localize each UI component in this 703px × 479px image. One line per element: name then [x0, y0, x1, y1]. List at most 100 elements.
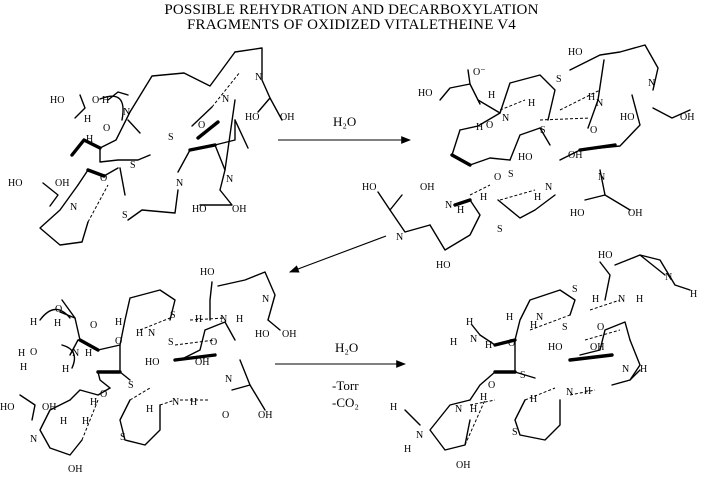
s1-o-4: O: [198, 120, 205, 131]
s2-h-2: H: [476, 122, 483, 133]
s2-h-5: H: [480, 192, 487, 203]
s3-h-3: H: [18, 348, 25, 359]
s3-o-5: O: [210, 337, 217, 348]
s2-s-2: S: [540, 125, 546, 136]
s3-oh-3: OH: [258, 410, 272, 421]
s1-n-6: N: [255, 72, 262, 83]
s1-n-2: N: [70, 202, 77, 213]
s4-s-3: S: [520, 370, 526, 381]
s4-h-1: H: [466, 317, 473, 328]
s4-h-4: H: [506, 312, 513, 323]
s3-h-8: H: [136, 328, 143, 339]
s2-h-7: H: [457, 205, 464, 216]
structure-2-rehydrated: HO O⁻ H H O N H S S HO H N O N HO OH HO …: [362, 44, 694, 271]
s4-s-1: S: [572, 284, 578, 295]
s1-s-1: S: [130, 160, 136, 171]
s4-o-3: O: [488, 380, 495, 391]
s4-h-2: H: [450, 337, 457, 348]
s4-n-6: N: [566, 387, 573, 398]
s4-n-2: N: [536, 312, 543, 323]
s2-ho-7: HO: [436, 260, 450, 271]
s2-n-6: N: [445, 200, 452, 211]
arrow-3-condition-1: -Torr: [332, 378, 359, 393]
title-line-2: FRAGMENTS OF OXIDIZED VITALETHEINE V4: [187, 17, 516, 33]
s2-ho-6: HO: [362, 182, 376, 193]
s3-h-14: H: [60, 416, 67, 427]
s3-h-2: H: [54, 318, 61, 329]
s2-ho-2: HO: [568, 47, 582, 58]
title-line-1: POSSIBLE REHYDRATION AND DECARBOXYLATION: [164, 2, 539, 18]
s4-n-3: N: [618, 294, 625, 305]
s2-h-1: H: [488, 90, 495, 101]
s3-oh-4: OH: [42, 402, 56, 413]
s1-n-4: N: [222, 94, 229, 105]
s3-o-6: O: [222, 410, 229, 421]
s3-oh-2: OH: [195, 357, 209, 368]
s1-ho-2: HO: [8, 178, 22, 189]
s4-ho-1: HO: [598, 250, 612, 261]
s2-o-minus: O⁻: [473, 67, 486, 78]
s2-ho-4: HO: [518, 152, 532, 163]
s4-s-2: S: [562, 322, 568, 333]
s3-h-5: H: [62, 364, 69, 375]
s1-h-3: H: [86, 134, 93, 145]
s2-ho-3: HO: [620, 112, 634, 123]
s3-oh-5: OH: [68, 464, 82, 475]
s3-s-3: S: [128, 380, 134, 391]
s2-oh-2: OH: [568, 150, 582, 161]
s4-n-5: N: [622, 364, 629, 375]
s2-h-3: H: [528, 98, 535, 109]
s1-h-1: H: [102, 95, 109, 106]
reaction-arrow-1: H₂O: [278, 114, 412, 144]
s2-o-2: O: [590, 125, 597, 136]
s4-h-15: H: [404, 444, 411, 455]
s3-h-9: H: [195, 314, 202, 325]
s2-ho-1: HO: [418, 88, 432, 99]
s3-h-11: H: [90, 397, 97, 408]
s2-s-3: S: [508, 169, 514, 180]
s3-h-7: H: [115, 317, 122, 328]
s4-h-8: H: [690, 289, 697, 300]
s3-h-13: H: [190, 397, 197, 408]
s4-h-6: H: [592, 294, 599, 305]
s1-oh-3: OH: [232, 204, 246, 215]
s2-s-4: S: [497, 224, 503, 235]
s3-ho-4: HO: [0, 402, 14, 413]
reaction-arrow-2: [288, 235, 387, 273]
s1-ho-3: HO: [245, 112, 259, 123]
s4-h-7: H: [636, 294, 643, 305]
s1-h-2: H: [84, 114, 91, 125]
s3-ho-3: HO: [145, 357, 159, 368]
s1-n-3: N: [176, 178, 183, 189]
arrow-3-reagent: H₂O: [335, 340, 358, 355]
s2-s-1: S: [556, 74, 562, 85]
arrow-1-reagent: H₂O: [333, 114, 356, 129]
s2-n-2: N: [596, 98, 603, 109]
s1-ho-1: HO: [50, 95, 64, 106]
s3-ho-2: HO: [255, 329, 269, 340]
s4-oh-1: OH: [590, 342, 604, 353]
s4-ho-2: HO: [548, 342, 562, 353]
s2-n-3: N: [648, 78, 655, 89]
s4-h-14: H: [390, 402, 397, 413]
structure-3-hydrated: O H H O O H H N H H H O N H S S HO H N H…: [0, 267, 296, 475]
s1-oh-1: OH: [55, 178, 69, 189]
s1-o-3: O: [100, 173, 107, 184]
s3-h-1: H: [30, 317, 37, 328]
s2-o-3: O: [494, 172, 501, 183]
s2-oh-3: OH: [628, 208, 642, 219]
s4-h-5: H: [530, 320, 537, 331]
s3-n-2: N: [148, 328, 155, 339]
s1-n-1: N: [123, 107, 130, 118]
s1-o-2: O: [103, 123, 110, 134]
s2-n-1: N: [502, 113, 509, 124]
s4-n-1: N: [470, 334, 477, 345]
s4-o-1: O: [508, 338, 515, 349]
s2-n-4: N: [598, 172, 605, 183]
s2-ho-5: HO: [570, 208, 584, 219]
s3-ho-1: HO: [200, 267, 214, 278]
s4-h-3: H: [485, 340, 492, 351]
s3-h-12: H: [146, 404, 153, 415]
s4-o-2: O: [597, 322, 604, 333]
